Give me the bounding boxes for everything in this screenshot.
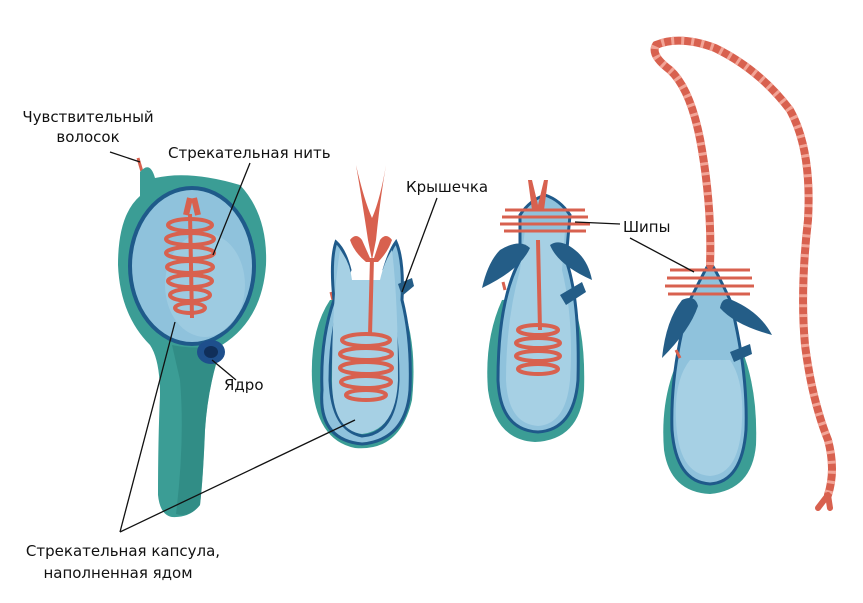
coiled-thread-2 [338,165,394,402]
label-nucleus: Ядро [224,376,264,394]
leader-spines-3 [574,221,621,225]
label-lid: Крышечка [406,178,488,196]
venom-capsule-2 [320,239,412,446]
leader-lid [401,197,438,293]
leader-spines-4 [629,237,695,273]
label-sensory-hair-line1: Чувствительный [22,108,153,126]
cnidocyte-stage-4 [650,36,836,511]
label-sensory-hair-line2: волосок [56,128,119,146]
leader-capsule-1 [119,321,176,533]
spines-4 [665,268,754,296]
label-spines: Шипы [623,218,670,236]
leader-capsule-2 [119,419,356,533]
cnidocyte-stage-1 [118,157,267,518]
label-capsule-line1: Стрекательная капсула, [26,542,220,560]
leader-thread [212,162,251,256]
cnidocyte-stage-2 [311,165,414,449]
label-capsule-line2: наполненная ядом [43,564,192,582]
label-stinging-thread: Стрекательная нить [168,144,331,162]
discharged-thread [650,36,836,499]
spines-3 [500,208,590,233]
leader-hair [109,151,141,163]
cnidocyte-stage-3 [482,180,592,442]
leader-nucleus [211,359,237,381]
